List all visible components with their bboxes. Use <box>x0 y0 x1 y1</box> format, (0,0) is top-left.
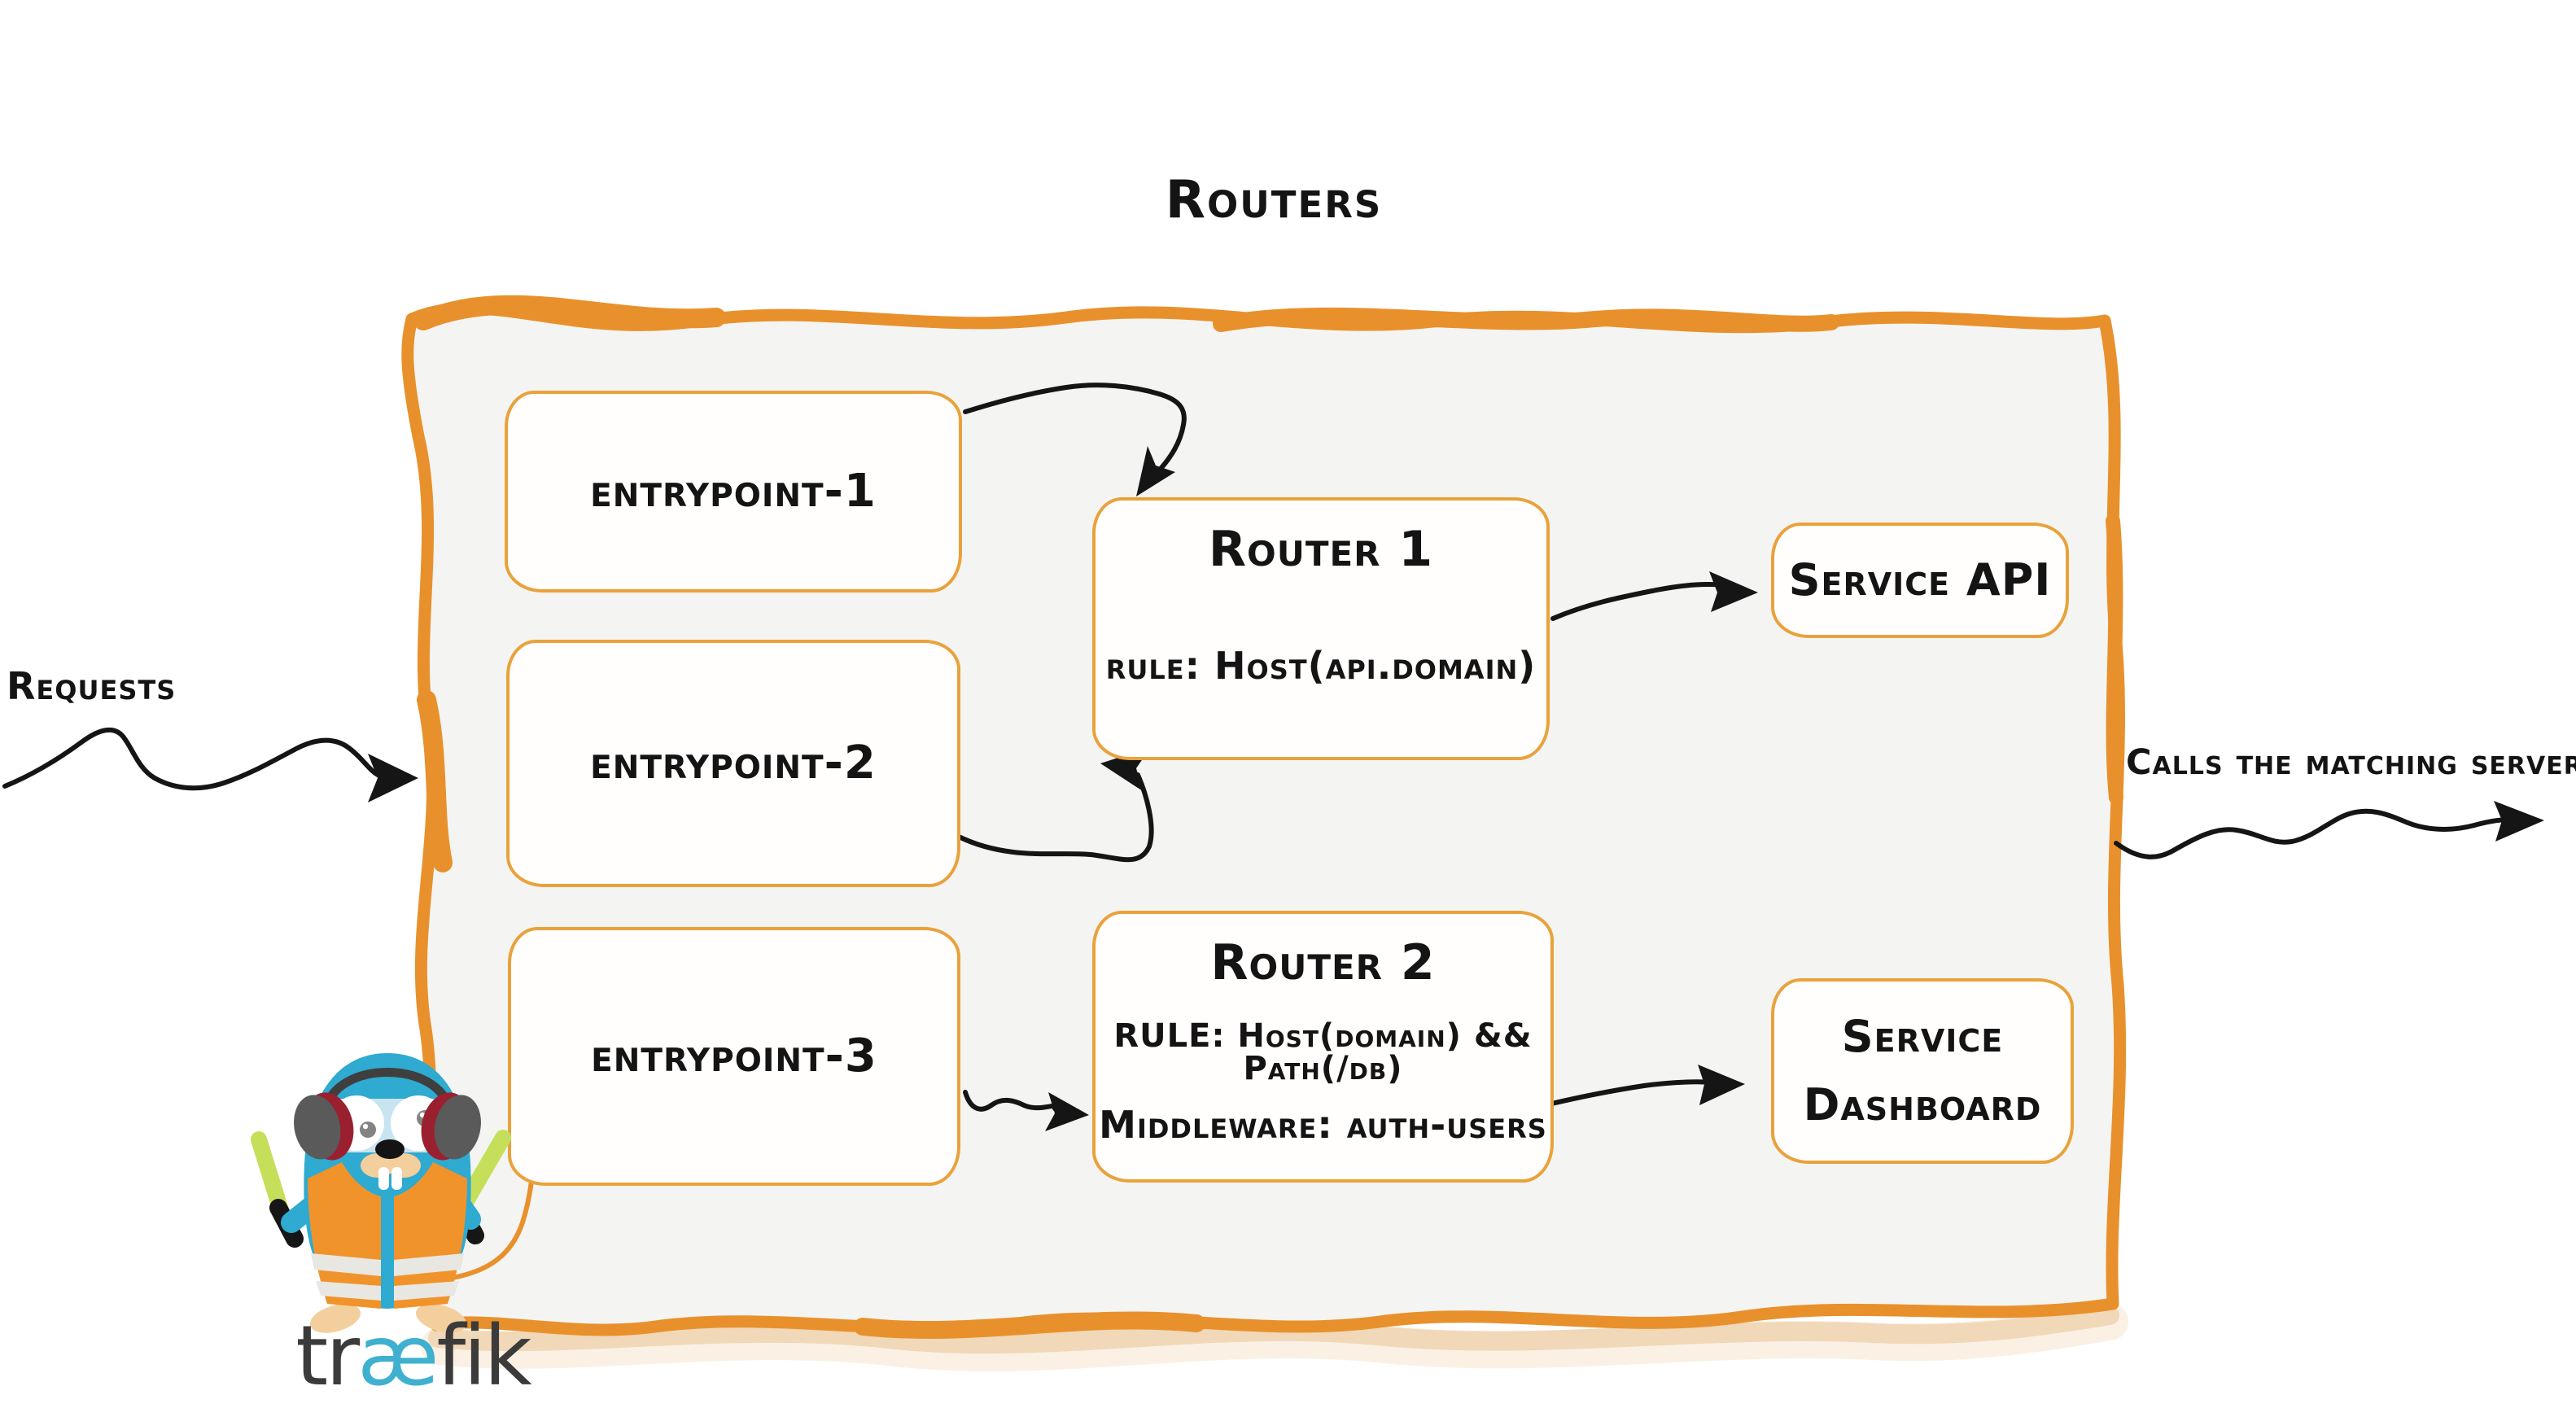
traefik-gopher-mascot-icon <box>251 1053 511 1333</box>
router-1-title: Router 1 <box>1208 521 1434 578</box>
router2-to-servicedashboard-arrow <box>1542 1065 1745 1108</box>
page-title: Routers <box>1165 170 1383 230</box>
calls-server-arrow <box>2114 801 2544 859</box>
router-2-rule: RULE: Host(domain) && Path(/db) <box>1113 1017 1533 1087</box>
entrypoint-3-label: entrypoint-3 <box>591 1030 877 1082</box>
requests-label: Requests <box>7 664 177 708</box>
service-dashboard-label-line2: Dashboard <box>1803 1079 2042 1130</box>
calls-matching-server-label: Calls the matching server <box>2126 742 2576 783</box>
service-api-node: Service API <box>1771 523 2069 638</box>
requests-arrow <box>2 727 418 802</box>
wordmark-pre: tr <box>295 1308 360 1405</box>
wordmark-post: fik <box>436 1308 531 1405</box>
entrypoint-3-node: entrypoint-3 <box>508 927 960 1186</box>
router-1-node: Router 1 rule: Host(api.domain) <box>1092 497 1550 760</box>
entrypoint3-to-router2-arrow <box>963 1090 1089 1131</box>
brush-accent-bottom <box>854 1311 1205 1340</box>
router-2-title: Router 2 <box>1210 934 1436 991</box>
service-dashboard-node: Service Dashboard <box>1771 978 2074 1164</box>
container-shadow-inner <box>428 1305 2119 1354</box>
entrypoint1-to-router1-arrow <box>963 383 1187 496</box>
router-2-node: Router 2 RULE: Host(domain) && Path(/db)… <box>1092 911 1554 1183</box>
router-1-rule: rule: Host(api.domain) <box>1105 644 1537 688</box>
entrypoint-2-label: entrypoint-2 <box>590 737 877 789</box>
router-2-middleware: Middleware: auth-users <box>1099 1103 1547 1147</box>
brush-accent-top-left <box>413 295 726 330</box>
router1-to-serviceapi-arrow <box>1550 571 1758 621</box>
entrypoint-1-node: entrypoint-1 <box>505 391 962 592</box>
wordmark-ae: æ <box>357 1308 439 1405</box>
entrypoint-2-node: entrypoint-2 <box>506 640 960 887</box>
container-shadow <box>421 1303 2128 1371</box>
entrypoint-1-label: entrypoint-1 <box>590 465 877 518</box>
service-dashboard-label-line1: Service <box>1841 1011 2004 1063</box>
traefik-wordmark: træfik <box>254 1315 571 1398</box>
brush-accent-top-right <box>1213 307 1839 332</box>
brush-accent-right <box>2106 514 2123 805</box>
brush-accent-left <box>417 690 453 872</box>
service-api-label: Service API <box>1788 554 2052 606</box>
